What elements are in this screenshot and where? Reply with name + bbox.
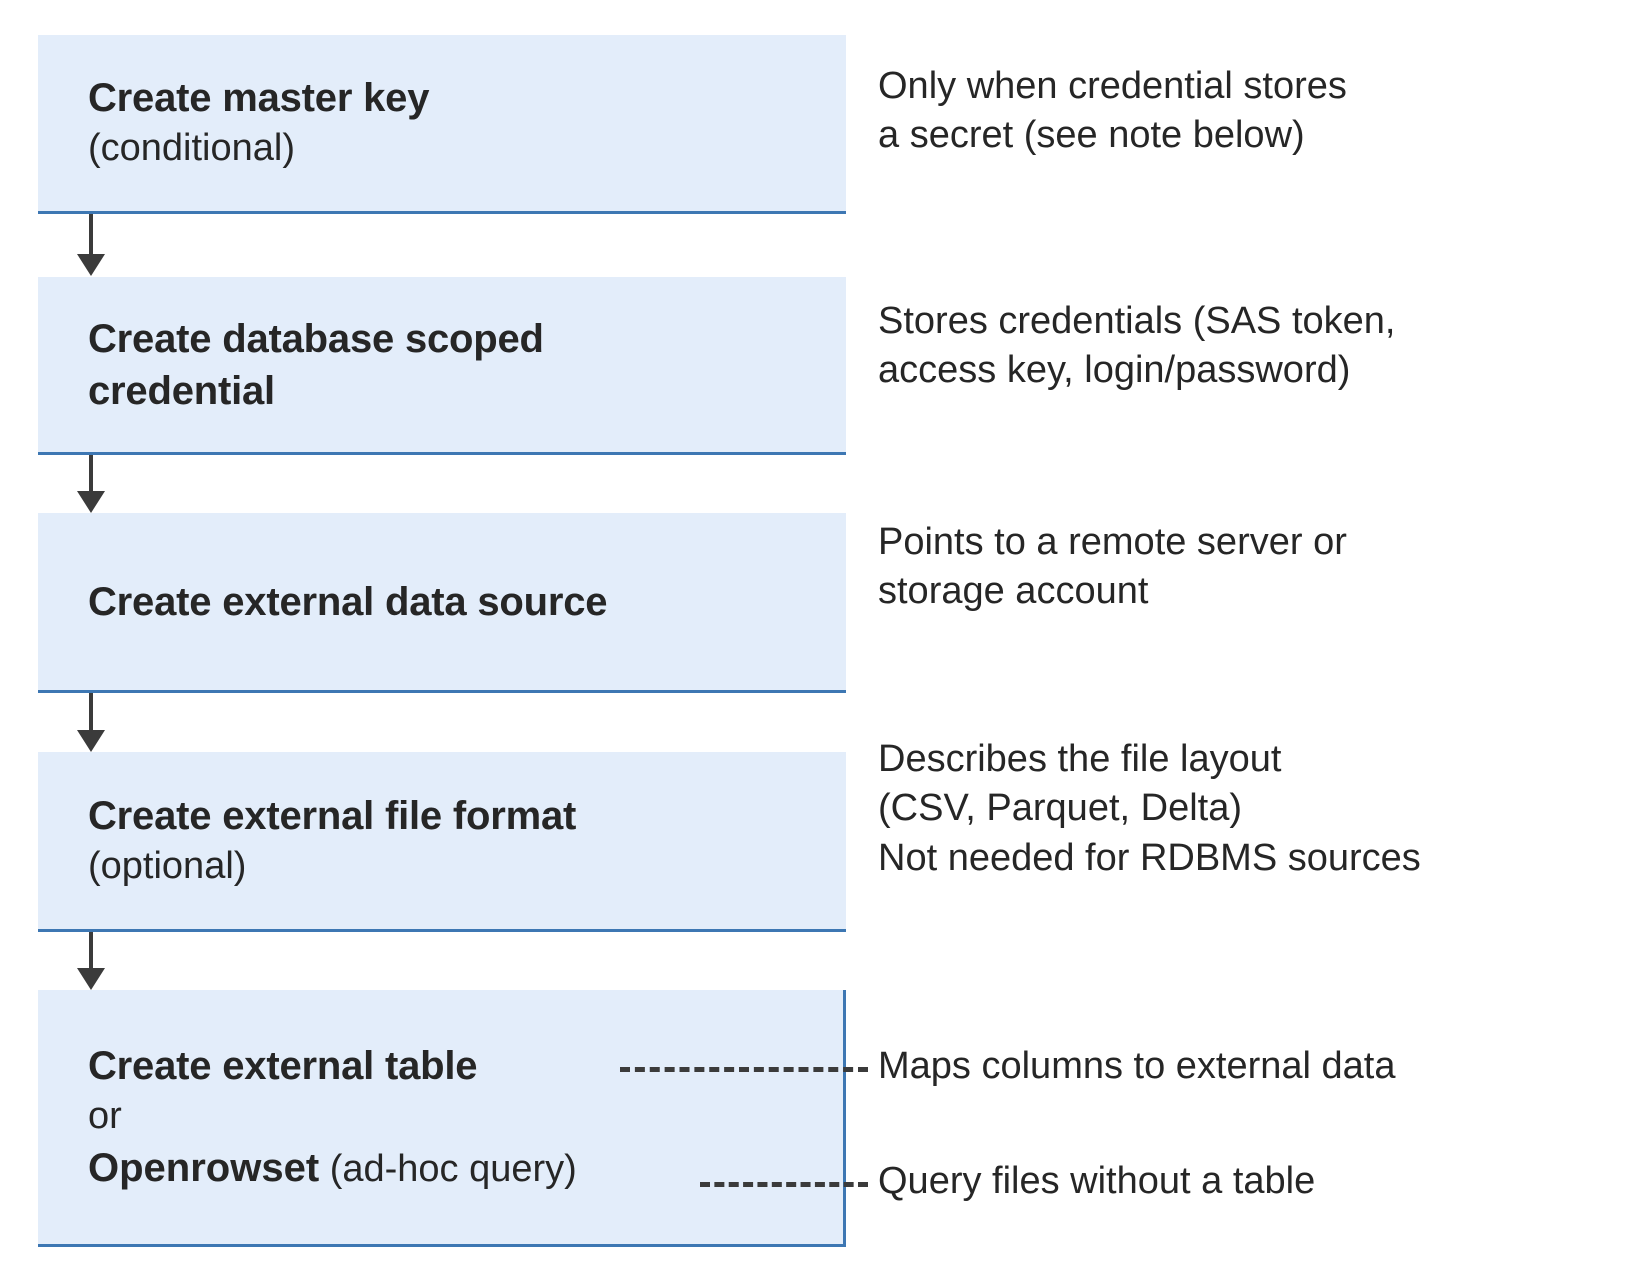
note-line: access key, login/password)	[878, 349, 1351, 392]
arrow-down-icon	[77, 932, 105, 990]
dashed-connector-openrowset	[700, 1182, 868, 1187]
note-line: Query files without a table	[878, 1160, 1316, 1202]
step-alt-title-bold: Openrowset	[88, 1145, 320, 1190]
note-external-table: Maps columns to external data	[878, 1042, 1396, 1091]
step-subtitle: (conditional)	[88, 127, 295, 170]
note-line: (CSV, Parquet, Delta)	[878, 787, 1242, 830]
note-create-database-scoped-credential: Stores credentials (SAS token, access ke…	[878, 297, 1395, 396]
note-line: Maps columns to external data	[878, 1045, 1396, 1087]
note-create-external-data-source: Points to a remote server or storage acc…	[878, 518, 1347, 617]
step-title: Create external file format	[88, 793, 577, 838]
step-title: Create database scoped	[88, 316, 544, 361]
step-title: Create external data source	[88, 579, 608, 624]
note-line: Only when credential stores	[878, 65, 1347, 107]
step-box-create-external-table-or-openrowset[interactable]: Create external table or Openrowset (ad-…	[38, 990, 846, 1247]
step-subtitle: (optional)	[88, 844, 247, 887]
note-line: Stores credentials (SAS token,	[878, 300, 1396, 342]
note-create-master-key: Only when credential stores a secret (se…	[878, 62, 1347, 161]
step-title: Create external table	[88, 1044, 478, 1089]
step-title: Create master key	[88, 76, 430, 121]
step-label-group: Create external table or Openrowset (ad-…	[38, 1040, 843, 1194]
step-alt-title: Openrowset (ad-hoc query)	[88, 1142, 843, 1194]
note-line: Points to a remote server or	[878, 521, 1347, 563]
step-label-group: Create database scoped credential	[38, 313, 846, 417]
note-line: a secret (see note below)	[878, 114, 1305, 157]
note-create-external-file-format: Describes the file layout (CSV, Parquet,…	[878, 735, 1421, 883]
step-or-label: or	[88, 1095, 122, 1138]
note-openrowset: Query files without a table	[878, 1157, 1315, 1206]
dashed-connector-external-table	[620, 1067, 868, 1072]
step-label-group: Create master key (conditional)	[38, 72, 846, 173]
note-line: Describes the file layout	[878, 738, 1282, 780]
step-label-group: Create external data source	[38, 576, 846, 628]
step-alt-title-regular: (ad-hoc query)	[319, 1147, 577, 1190]
step-box-create-database-scoped-credential[interactable]: Create database scoped credential	[38, 277, 846, 455]
arrow-down-icon	[77, 693, 105, 752]
step-title-cont: credential	[88, 368, 275, 413]
step-label-group: Create external file format (optional)	[38, 790, 846, 891]
arrow-down-icon	[77, 214, 105, 276]
arrow-down-icon	[77, 455, 105, 513]
step-box-create-master-key[interactable]: Create master key (conditional)	[38, 35, 846, 214]
note-line: Not needed for RDBMS sources	[878, 836, 1421, 879]
step-box-create-external-file-format[interactable]: Create external file format (optional)	[38, 752, 846, 932]
step-box-create-external-data-source[interactable]: Create external data source	[38, 513, 846, 693]
note-line: storage account	[878, 570, 1149, 613]
